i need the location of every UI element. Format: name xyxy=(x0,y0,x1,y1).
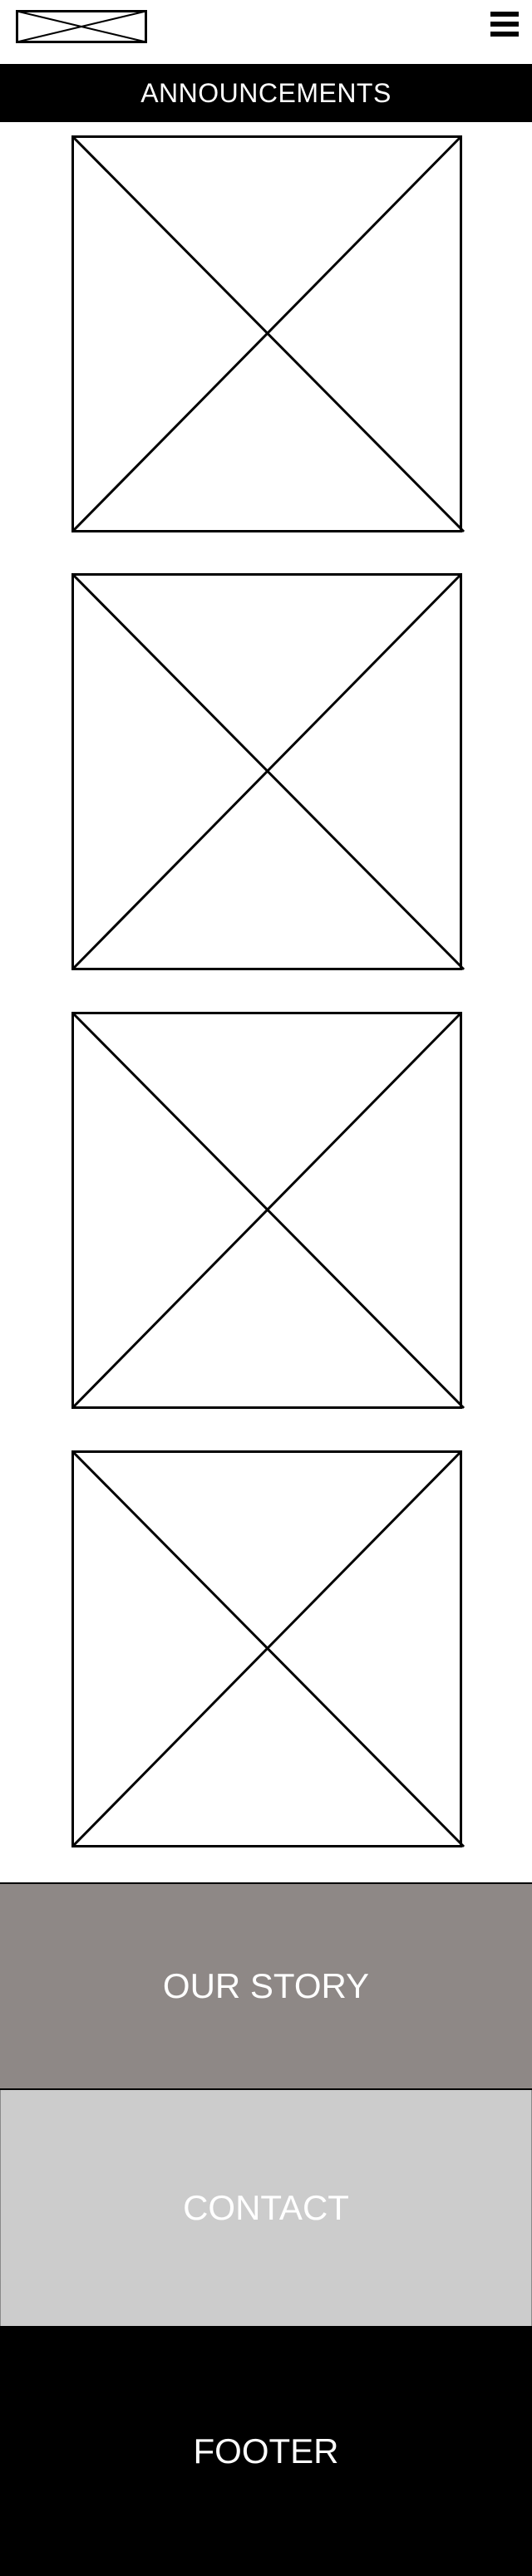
image-placeholder-icon xyxy=(71,1450,466,1848)
image-placeholder-icon xyxy=(71,573,466,971)
contact-label: CONTACT xyxy=(183,2188,349,2227)
footer-label: FOOTER xyxy=(193,2431,339,2471)
site-header xyxy=(0,0,532,63)
image-placeholder-icon xyxy=(71,1012,466,1410)
site-footer: FOOTER xyxy=(0,2326,532,2576)
announcements-label: ANNOUNCEMENTS xyxy=(140,77,392,108)
hamburger-menu-icon[interactable] xyxy=(489,9,520,41)
our-story-label: OUR STORY xyxy=(162,1966,370,2005)
contact-section[interactable]: CONTACT xyxy=(0,2090,532,2326)
announcements-bar[interactable]: ANNOUNCEMENTS xyxy=(0,64,532,122)
logo-placeholder-icon[interactable] xyxy=(16,10,147,43)
our-story-section[interactable]: OUR STORY xyxy=(0,1882,532,2090)
image-placeholder-icon xyxy=(71,135,466,533)
